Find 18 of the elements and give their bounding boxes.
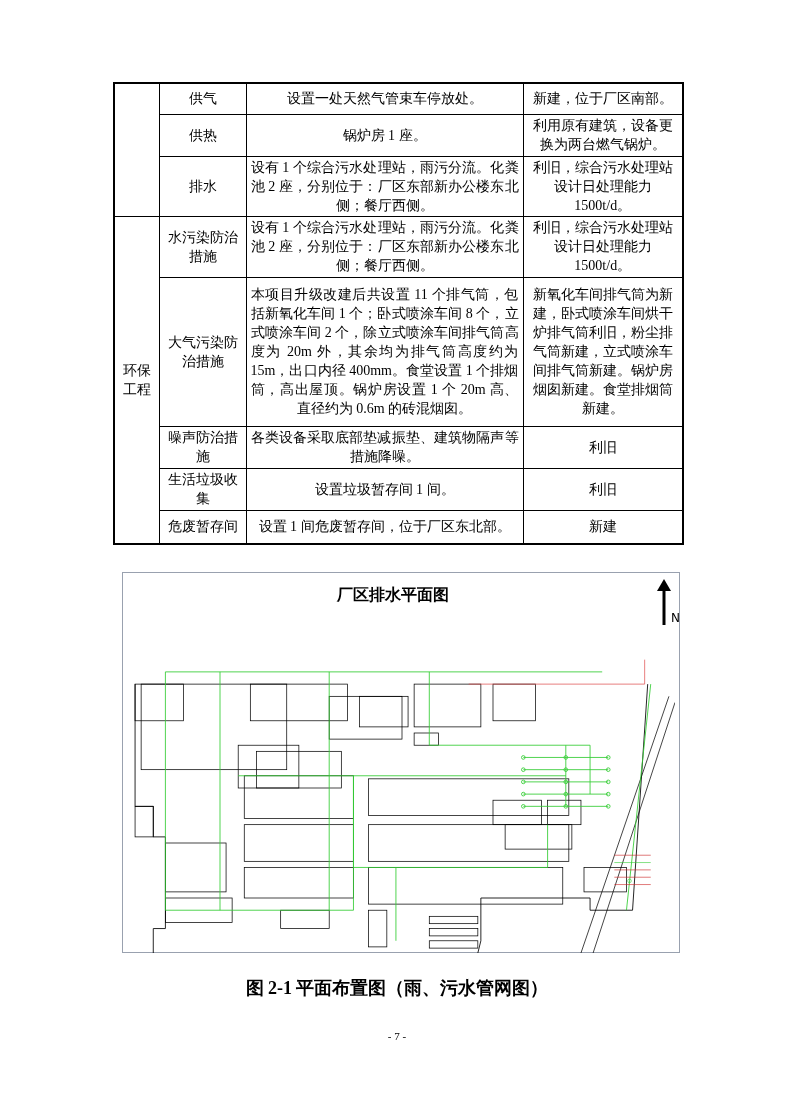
north-label: N	[671, 610, 680, 627]
table-cell: 设有 1 个综合污水处理站，雨污分流。化粪池 2 座，分别位于：厂区东部新办公楼东北侧；餐厅西侧。	[246, 156, 523, 216]
table-cell: 设有 1 个综合污水处理站，雨污分流。化粪池 2 座，分别位于：厂区东部新办公楼东北侧；餐厅西侧。	[246, 216, 523, 277]
table-cell: 锅炉房 1 座。	[246, 114, 523, 156]
table-cell: 噪声防治措施	[159, 426, 246, 468]
table-cell: 生活垃圾收集	[159, 468, 246, 510]
table-cell: 水污染防治措施	[159, 216, 246, 277]
plan-title: 厂区排水平面图	[336, 584, 450, 606]
table-cell: 设置一处天然气管束车停放处。	[246, 83, 523, 114]
table-cell: 设置垃圾暂存间 1 间。	[246, 468, 523, 510]
table-cell: 供热	[159, 114, 246, 156]
table-cell: 排水	[159, 156, 246, 216]
figure-caption: 图 2-1 平面布置图（雨、污水管网图）	[244, 977, 550, 1000]
page-number: - 7 -	[386, 1029, 408, 1044]
table-cell: 大气污染防治措施	[159, 277, 246, 426]
table-cell: 各类设备采取底部垫减振垫、建筑物隔声等措施降噪。	[246, 426, 523, 468]
table-cell: 供气	[159, 83, 246, 114]
table-cell: 本项目升级改建后共设置 11 个排气筒，包括新氧化车间 1 个；卧式喷涂车间 8 个，立式喷涂车间 2 个，除立式喷涂车间排气筒高度为 20m 外，其余均为排气筒高度约为 15m，出口内径 400mm。食堂设置 1 个排烟筒，高出屋顶。锅炉房设置 1 个 20m 高、直径约为 0.6m 的砖混烟囱。	[246, 277, 523, 426]
